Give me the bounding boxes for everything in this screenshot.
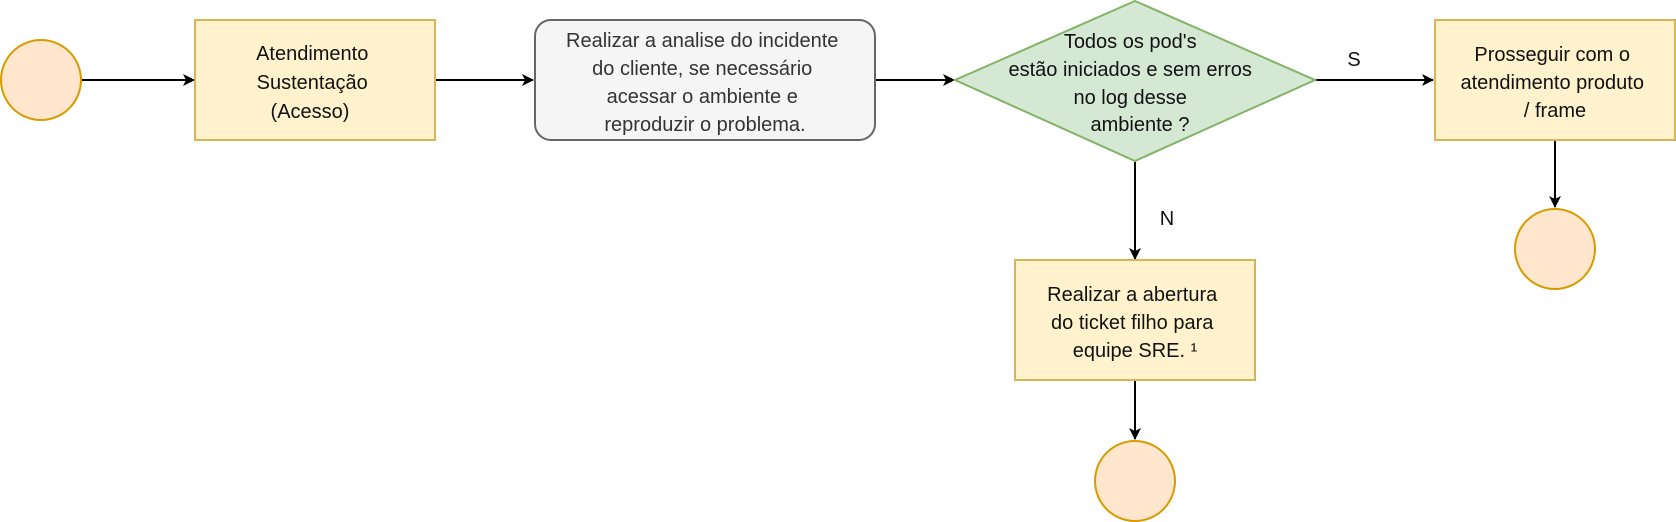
task-prosseguir-line-2: atendimento produto [1460,72,1643,94]
decision-pods: Todos os pod's estão iniciados e sem err… [952,0,1318,163]
end-event-prosseguir [1514,208,1596,290]
task-ticket: Realizar a abertura do ticket filho para… [1014,259,1256,381]
task-analise-line-1: Realizar a analise do incidente [566,30,838,52]
task-analise: Realizar a analise do incidente do clien… [534,19,876,141]
task-ticket-line-3: equipe SRE. ¹ [1073,340,1198,362]
task-prosseguir-line-3: / frame [1524,100,1586,122]
task-atendimento-line-2: Sustentação [257,72,368,94]
edge-label-nao: N [1160,208,1174,230]
decision-line-1: Todos os pod's [1064,31,1197,53]
decision-pods-label: Todos os pod's estão iniciados e sem err… [1008,31,1257,136]
task-analise-label: Realizar a analise do incidente do clien… [566,30,844,136]
task-atendimento-box [194,19,436,141]
task-ticket-box [1014,259,1256,381]
task-analise-line-4: reproduzir o problema. [604,114,805,136]
task-analise-line-3: acessar o ambiente e [607,86,798,108]
task-ticket-line-1: Realizar a abertura [1047,284,1218,306]
task-atendimento-line-3: (Acesso) [271,101,350,123]
start-event [0,39,82,121]
decision-line-4: ambiente ? [1091,114,1190,136]
task-prosseguir: Prosseguir com o atendimento produto / f… [1434,19,1676,141]
connectors [81,74,1561,440]
task-prosseguir-box [1434,19,1676,141]
task-prosseguir-line-1: Prosseguir com o [1474,44,1630,66]
task-ticket-line-2: do ticket filho para [1051,312,1214,334]
task-analise-line-2: do cliente, se necessário [592,58,812,80]
task-atendimento: Atendimento Sustentação (Acesso) [194,19,436,141]
task-analise-box [534,19,876,141]
task-atendimento-label: Atendimento Sustentação (Acesso) [256,43,374,123]
decision-pods-shape [952,0,1318,163]
task-prosseguir-label: Prosseguir com o atendimento produto / f… [1460,44,1649,122]
decision-line-2: estão iniciados e sem erros [1008,59,1251,81]
task-atendimento-line-1: Atendimento [256,43,368,65]
decision-line-3: no log desse [1074,87,1187,109]
end-event-ticket [1094,440,1176,522]
edge-label-sim: S [1347,49,1360,71]
task-ticket-label: Realizar a abertura do ticket filho para… [1047,284,1223,362]
